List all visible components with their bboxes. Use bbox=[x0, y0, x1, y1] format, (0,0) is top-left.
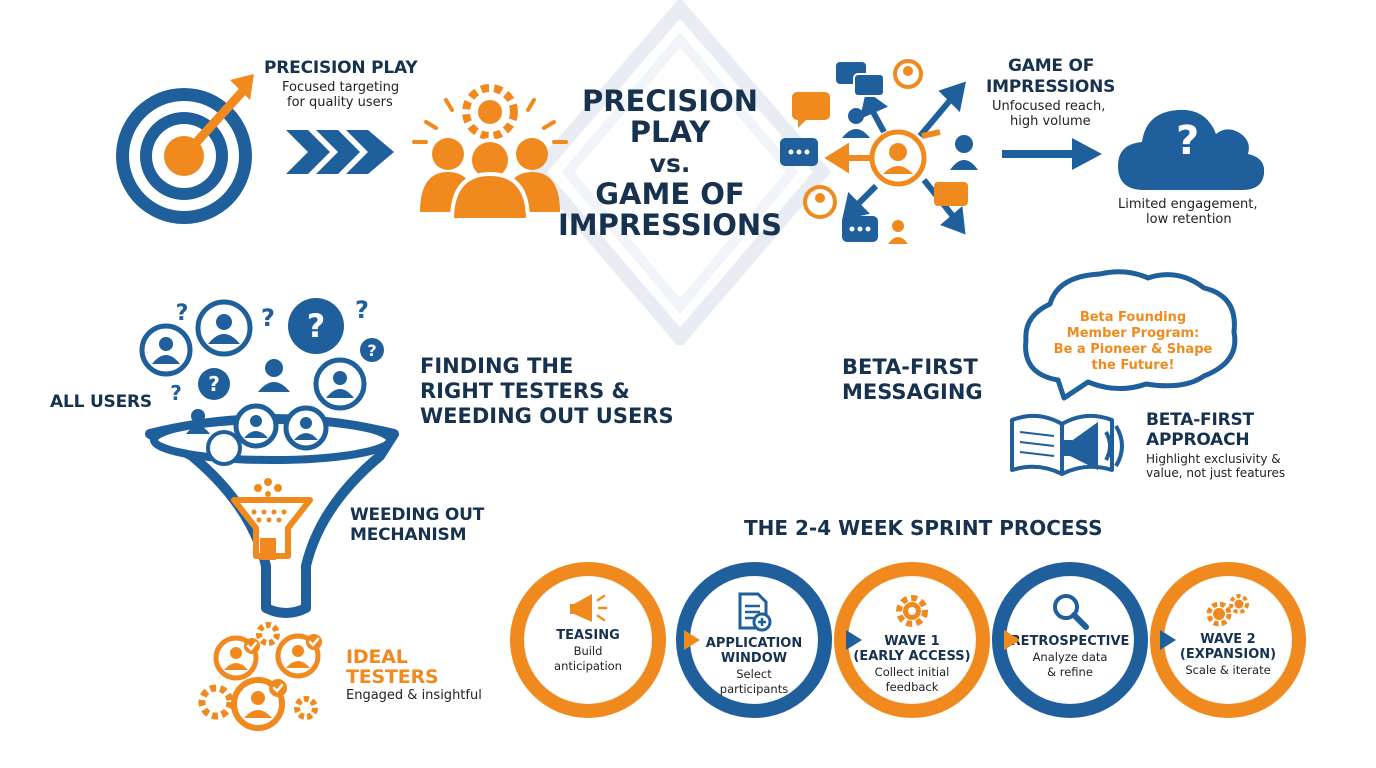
ideal-testers-icon bbox=[198, 622, 322, 731]
step-1-title-1: TEASING bbox=[556, 628, 620, 643]
center-title-line-4: IMPRESSIONS bbox=[557, 208, 783, 242]
all-users-label: ALL USERS bbox=[50, 392, 152, 412]
beta-heading-2: MESSAGING bbox=[842, 380, 983, 404]
sprint-step-teasing: TEASING Build anticipation bbox=[510, 562, 666, 718]
step-4-title-1: RETROSPECTIVE bbox=[1010, 634, 1130, 649]
step-2-title-1: APPLICATION bbox=[705, 636, 803, 651]
game-impressions-desc-2: high volume bbox=[1010, 114, 1091, 129]
center-title-vs: vs. bbox=[649, 149, 691, 178]
gears-icon bbox=[1206, 594, 1249, 627]
svg-text:?: ? bbox=[261, 304, 275, 332]
svg-text:?: ? bbox=[208, 372, 220, 396]
question-cloud-icon bbox=[1118, 109, 1264, 190]
step-5-desc-1: Scale & iterate bbox=[1185, 663, 1271, 677]
step-3-desc-2: feedback bbox=[885, 680, 939, 694]
beta-approach-desc-1: Highlight exclusivity & bbox=[1146, 452, 1281, 466]
beta-approach-title-2: APPROACH bbox=[1146, 430, 1250, 450]
beta-bubble-line-2: Member Program: bbox=[1066, 326, 1200, 341]
step-2-title-2: WINDOW bbox=[720, 651, 788, 666]
game-impressions-title-2: IMPRESSIONS bbox=[986, 77, 1116, 97]
step-2-desc-1: Select bbox=[736, 667, 772, 681]
sprint-step-retrospective: RETROSPECTIVE Analyze data & refine bbox=[992, 562, 1148, 718]
step-connector-arrows bbox=[684, 630, 1176, 650]
beta-heading-1: BETA-FIRST bbox=[842, 355, 978, 379]
svg-text:?: ? bbox=[367, 341, 376, 360]
beta-bubble-text: Beta Founding Member Program: Be a Pione… bbox=[1040, 310, 1226, 374]
book-megaphone-icon bbox=[1010, 413, 1124, 476]
cloud-question-mark: ? bbox=[1176, 118, 1200, 164]
step-1-desc-1: Build bbox=[573, 644, 603, 658]
beta-bubble-line-4: the Future! bbox=[1091, 358, 1175, 373]
scattered-reach-icon bbox=[780, 59, 978, 244]
step-5-title-1: WAVE 2 bbox=[1200, 632, 1256, 647]
svg-text:?: ? bbox=[307, 307, 326, 345]
document-add-icon bbox=[738, 592, 772, 632]
funnel-heading-2: RIGHT TESTERS & bbox=[420, 379, 630, 403]
step-4-desc-1: Analyze data bbox=[1032, 650, 1108, 664]
step-3-title-1: WAVE 1 bbox=[884, 634, 940, 649]
ideal-testers-title-2: TESTERS bbox=[346, 666, 439, 688]
right-arrow-icon bbox=[1002, 138, 1102, 170]
chevron-arrows-icon bbox=[286, 130, 394, 174]
game-impressions-desc-1: Unfocused reach, bbox=[992, 99, 1106, 114]
precision-play-desc-1: Focused targeting bbox=[282, 80, 400, 95]
sprint-step-application: APPLICATION WINDOW Select participants bbox=[676, 562, 832, 718]
center-title: PRECISION PLAY vs. GAME OF IMPRESSIONS bbox=[555, 86, 785, 241]
step-1-desc-2: anticipation bbox=[554, 659, 622, 673]
background-diamond bbox=[530, 0, 830, 345]
funnel-heading-3: WEEDING OUT USERS bbox=[420, 404, 674, 428]
center-title-line-3: GAME OF bbox=[595, 177, 745, 211]
sprint-title: THE 2-4 WEEK SPRINT PROCESS bbox=[744, 516, 1103, 540]
step-5-title-2: (EXPANSION) bbox=[1179, 647, 1277, 662]
step-3-title-2: (EARLY ACCESS) bbox=[853, 649, 971, 664]
weeding-out-label-1: WEEDING OUT bbox=[350, 505, 485, 525]
game-impressions-result-1: Limited engagement, bbox=[1118, 197, 1258, 212]
precision-play-title: PRECISION PLAY bbox=[264, 58, 418, 78]
svg-text:?: ? bbox=[355, 296, 369, 324]
svg-text:?: ? bbox=[170, 381, 182, 405]
beta-bubble-line-1: Beta Founding bbox=[1079, 310, 1187, 325]
svg-text:?: ? bbox=[176, 301, 189, 326]
team-gear-icon bbox=[412, 84, 568, 222]
funnel-heading-1: FINDING THE bbox=[420, 354, 574, 378]
megaphone-icon bbox=[570, 594, 608, 622]
step-2-desc-2: participants bbox=[719, 682, 789, 696]
center-title-line-1: PRECISION bbox=[581, 84, 759, 118]
funnel-icon: ? ? ? ? ? ? ? bbox=[139, 296, 399, 618]
game-impressions-title-1: GAME OF bbox=[1008, 56, 1095, 76]
game-impressions-result-2: low retention bbox=[1146, 212, 1232, 227]
center-title-line-2: PLAY bbox=[629, 115, 711, 149]
ideal-testers-title-1: IDEAL bbox=[346, 646, 408, 668]
weeding-out-label-2: MECHANISM bbox=[350, 525, 467, 545]
precision-play-desc-2: for quality users bbox=[287, 95, 393, 110]
magnifier-icon bbox=[1053, 594, 1089, 630]
ideal-testers-desc: Engaged & insightful bbox=[346, 688, 482, 703]
speech-bubble-shape bbox=[1023, 269, 1238, 401]
step-4-desc-2: & refine bbox=[1047, 665, 1093, 679]
beta-approach-title-1: BETA-FIRST bbox=[1146, 410, 1254, 430]
beta-bubble-line-3: Be a Pioneer & Shape bbox=[1053, 342, 1213, 357]
beta-approach-desc-2: value, not just features bbox=[1146, 466, 1286, 480]
target-icon bbox=[116, 74, 254, 224]
step-3-desc-1: Collect initial bbox=[874, 665, 950, 679]
gear-icon bbox=[896, 595, 928, 627]
